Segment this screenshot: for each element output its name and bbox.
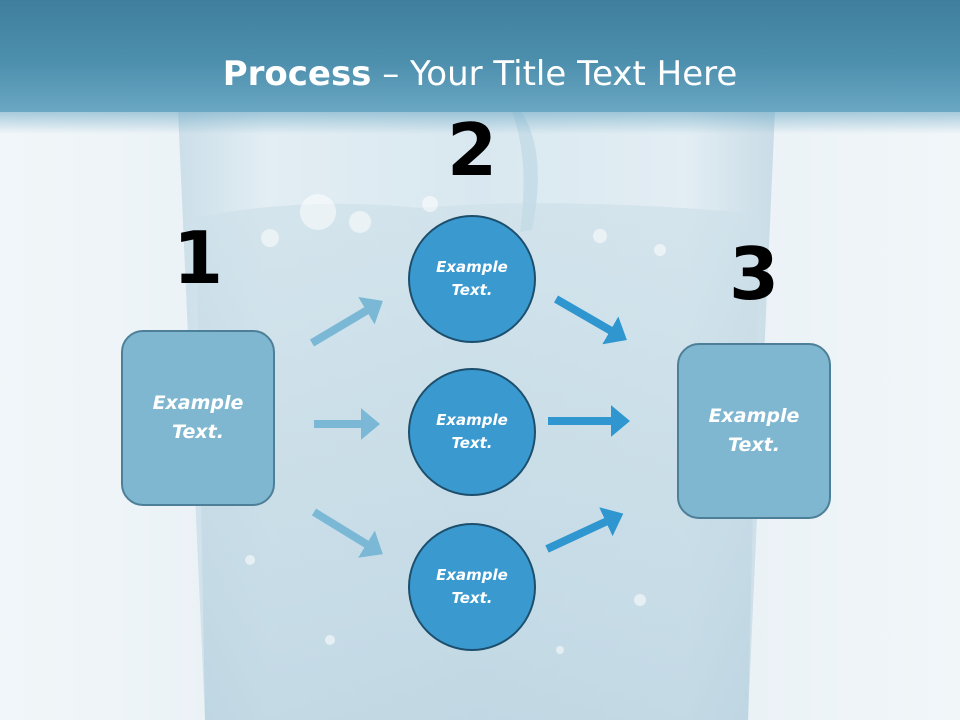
step-2-circle-bottom: Example Text. [408, 523, 536, 651]
title-bold: Process [222, 54, 372, 94]
step-1-box: Example Text. [121, 330, 275, 506]
step-3-label: Example Text. [708, 405, 800, 456]
title-rest: – Your Title Text Here [371, 54, 738, 94]
page-title: Process – Your Title Text Here [0, 52, 960, 96]
arrow-top-to-3 [553, 295, 627, 345]
step-1-number: 1 [172, 216, 224, 300]
step-2-circle-top: Example Text. [408, 215, 536, 343]
step-2-number: 2 [446, 108, 498, 192]
step-1-label: Example Text. [152, 392, 244, 443]
step-2-top-label: Example Text. [436, 258, 508, 299]
arrow-bottom-to-3 [545, 507, 624, 553]
arrow-1-to-top [309, 296, 383, 347]
step-2-middle-label: Example Text. [436, 411, 508, 452]
title-bar: Process – Your Title Text Here [0, 0, 960, 134]
step-2-circle-middle: Example Text. [408, 368, 536, 496]
arrow-1-to-bottom [311, 508, 383, 558]
step-3-box: Example Text. [677, 343, 831, 519]
step-2-bottom-label: Example Text. [436, 566, 508, 607]
step-3-number: 3 [728, 232, 780, 316]
